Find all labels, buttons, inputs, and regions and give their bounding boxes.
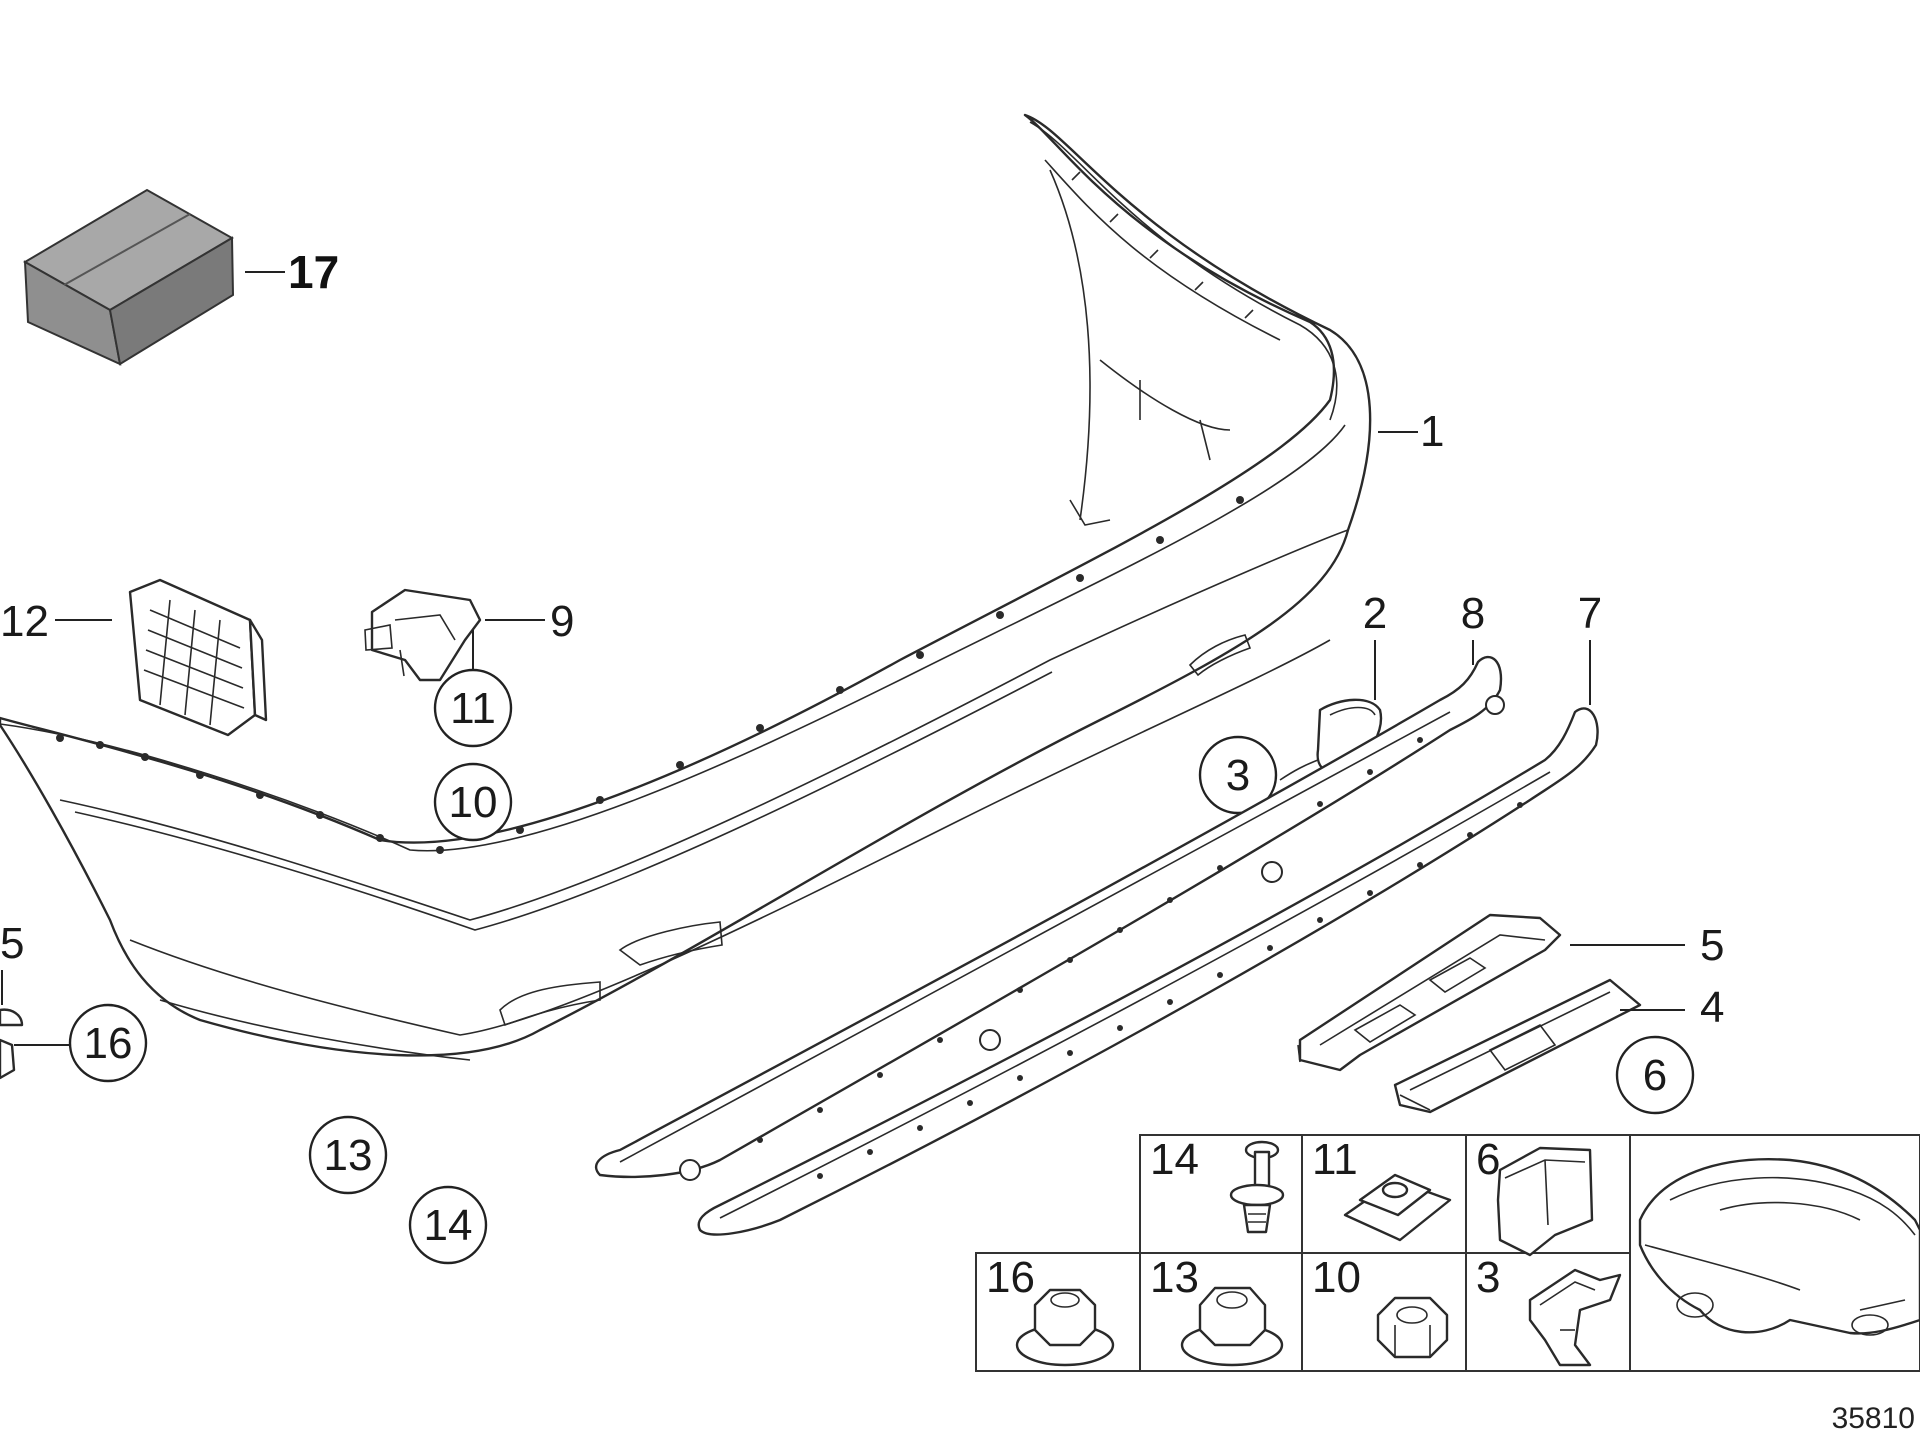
part-17-box[interactable]	[23, 188, 235, 366]
callout-1: 1	[1420, 407, 1444, 456]
bracket-clip-icon	[1496, 1146, 1594, 1257]
legend-14: 14	[1150, 1135, 1199, 1184]
part-8-moulding[interactable]	[594, 656, 1505, 1181]
legend-3: 3	[1476, 1253, 1500, 1302]
flange-nut-13-icon	[1180, 1286, 1284, 1367]
callout-9: 9	[550, 597, 574, 646]
hex-nut-icon	[1376, 1296, 1449, 1359]
diagram-number: 35810	[1832, 1402, 1915, 1435]
legend-6: 6	[1476, 1135, 1500, 1184]
callout-8: 8	[1461, 589, 1485, 638]
callout-3: 3	[1226, 751, 1250, 800]
part-5-bracket[interactable]	[1297, 913, 1562, 1072]
callout-4: 4	[1700, 983, 1724, 1032]
legend-11: 11	[1312, 1135, 1358, 1184]
legend-10: 10	[1312, 1253, 1361, 1302]
car-thumbnail-icon	[1638, 1158, 1920, 1336]
callout-17: 17	[288, 246, 339, 298]
callout-10: 10	[449, 778, 498, 827]
part-4-light[interactable]	[1393, 978, 1642, 1114]
legend-13: 13	[1150, 1253, 1199, 1302]
legend-16: 16	[986, 1253, 1035, 1302]
part-1-bumper[interactable]	[0, 113, 1372, 1061]
spring-clip-icon	[1528, 1268, 1622, 1367]
callout-7: 7	[1578, 589, 1602, 638]
callout-5-left: 5	[0, 919, 24, 968]
rivet-icon	[1229, 1140, 1285, 1234]
part-12-grille[interactable]	[128, 578, 268, 737]
callout-6: 6	[1643, 1051, 1667, 1100]
callout-5: 5	[1700, 921, 1724, 970]
callout-11: 11	[450, 684, 496, 733]
clip-nut-icon	[1343, 1173, 1452, 1242]
part-7-moulding[interactable]	[697, 707, 1599, 1236]
part-16-nut-left[interactable]	[0, 1038, 16, 1080]
part-5-left-clip[interactable]	[0, 1008, 24, 1027]
callout-14: 14	[424, 1201, 473, 1250]
callout-16: 16	[84, 1019, 133, 1068]
part-9-bracket[interactable]	[364, 588, 482, 682]
callout-2: 2	[1363, 589, 1387, 638]
callout-13: 13	[324, 1131, 373, 1180]
callout-12: 12	[0, 597, 49, 646]
flange-nut-16-icon	[1015, 1288, 1115, 1367]
